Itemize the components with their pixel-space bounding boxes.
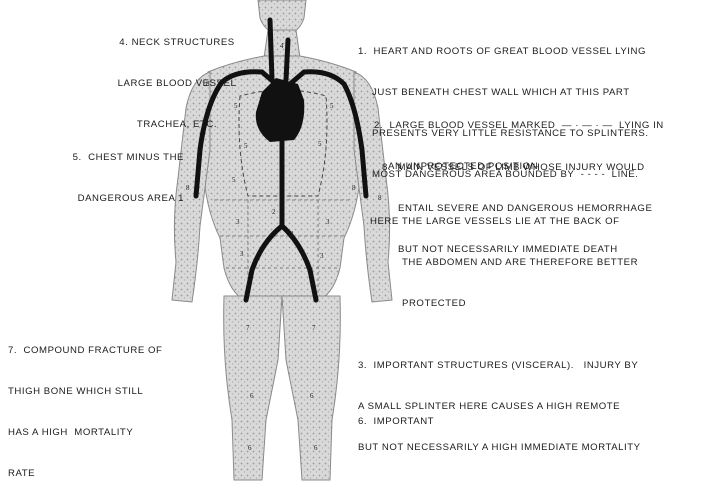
region-number: 7 — [246, 324, 250, 332]
region-number: 6 — [310, 392, 314, 400]
region-number: 8 — [186, 184, 190, 192]
label-line: HERE THE LARGE VESSELS LIE AT THE BACK O… — [370, 215, 708, 229]
label-line: BUT NOT NECESSARILY A HIGH IMMEDIATE MOR… — [358, 441, 708, 455]
label-line: HAS A HIGH MORTALITY — [8, 426, 198, 440]
label-line: 6. IMPORTANT — [358, 415, 558, 429]
region-number: 5 — [330, 102, 334, 110]
label-line: 4. NECK STRUCTURES — [50, 36, 304, 50]
region-number: 3 — [320, 252, 324, 260]
label-line: LARGE BLOOD VESSEL — [50, 77, 304, 91]
region-number: 5 — [318, 140, 322, 148]
label-line: THE ABDOMEN AND ARE THEREFORE BETTER — [370, 256, 708, 270]
region-number: 3 — [240, 250, 244, 258]
label-line: DANGEROUS AREA 1 — [8, 192, 184, 206]
label-line: 8. MAIN VESSELS OF LIMB WHOSE INJURY WOU… — [382, 161, 708, 175]
region-number: 2 — [290, 230, 294, 238]
label-chest: 5. CHEST MINUS THE DANGEROUS AREA 1 — [8, 124, 184, 219]
region-number: 8 — [352, 184, 356, 192]
label-abdomen: HERE THE LARGE VESSELS LIE AT THE BACK O… — [370, 188, 708, 324]
region-number: 5 — [232, 176, 236, 184]
left-leg — [224, 296, 282, 480]
region-number: 6 — [250, 392, 254, 400]
label-line: 1. HEART AND ROOTS OF GREAT BLOOD VESSEL… — [358, 45, 708, 59]
label-line: 5. CHEST MINUS THE — [8, 151, 184, 165]
region-number: 6 — [314, 444, 318, 452]
label-line: PROTECTED — [370, 297, 708, 311]
region-number: 1 — [282, 160, 286, 168]
label-line: 7. COMPOUND FRACTURE OF — [8, 344, 198, 358]
region-number: 6 — [248, 444, 252, 452]
region-number: 3 — [236, 218, 240, 226]
region-number: 3 — [326, 218, 330, 226]
label-important: 6. IMPORTANT — [358, 388, 558, 442]
label-line: 3. IMPORTANT STRUCTURES (VISCERAL). INJU… — [358, 359, 708, 373]
label-line: RATE — [8, 467, 198, 481]
label-compound-fracture: 7. COMPOUND FRACTURE OF THIGH BONE WHICH… — [8, 317, 198, 494]
label-line: 2. LARGE BLOOD VESSEL MARKED — · — · — L… — [374, 119, 708, 133]
label-line: THIGH BONE WHICH STILL — [8, 385, 198, 399]
region-number: 7 — [312, 324, 316, 332]
region-number: 2 — [272, 208, 276, 216]
